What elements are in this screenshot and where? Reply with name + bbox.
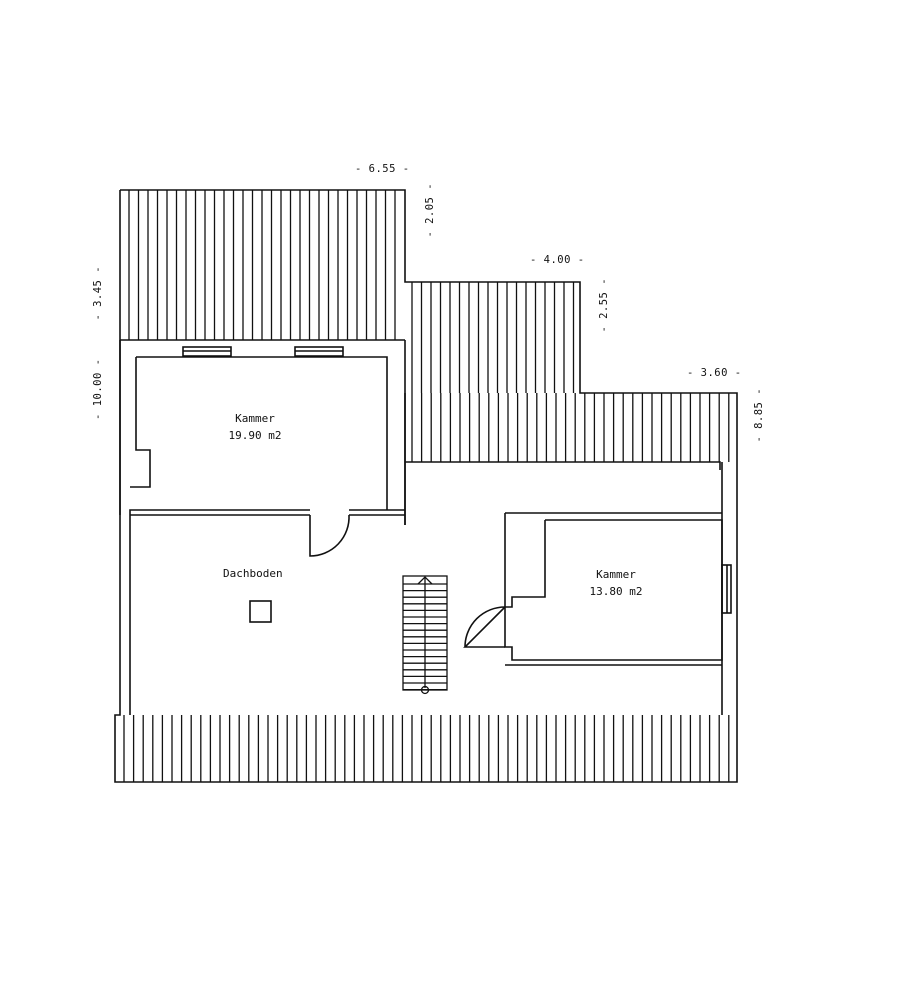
dim-top-width: - 6.55 - — [355, 163, 410, 175]
chimney — [249, 600, 272, 623]
kammer-right-area: 13.80 m2 — [589, 585, 643, 598]
kammer-right-walls — [504, 512, 723, 666]
kammer-right-name: Kammer — [596, 568, 636, 581]
dim-right-height: - 8.85 - — [752, 387, 765, 443]
kammer-left-label: Kammer 19.90 m2 — [205, 410, 305, 444]
kammer-right-label: Kammer 13.80 m2 — [566, 566, 666, 600]
dim-middle-height: - 2.55 - — [597, 277, 610, 333]
door-left — [309, 514, 350, 557]
dim-right-width: - 3.60 - — [687, 367, 742, 379]
kammer-left-area: 19.90 m2 — [228, 429, 282, 442]
dachboden-label: Dachboden — [223, 567, 283, 580]
dim-left-top-height: - 3.45 - — [91, 265, 104, 321]
roof-hatching — [123, 190, 730, 782]
kammer-left-walls — [119, 339, 406, 715]
right-wing-walls — [404, 393, 723, 715]
staircase — [402, 575, 448, 695]
kammer-left-name: Kammer — [235, 412, 275, 425]
walls — [114, 189, 738, 783]
dim-middle-width: - 4.00 - — [530, 254, 585, 266]
dim-left-height: - 10.00 - — [91, 358, 104, 420]
outer-outline — [114, 189, 738, 783]
door-right — [463, 606, 506, 648]
dim-notch-height: - 2.05 - — [423, 182, 436, 238]
